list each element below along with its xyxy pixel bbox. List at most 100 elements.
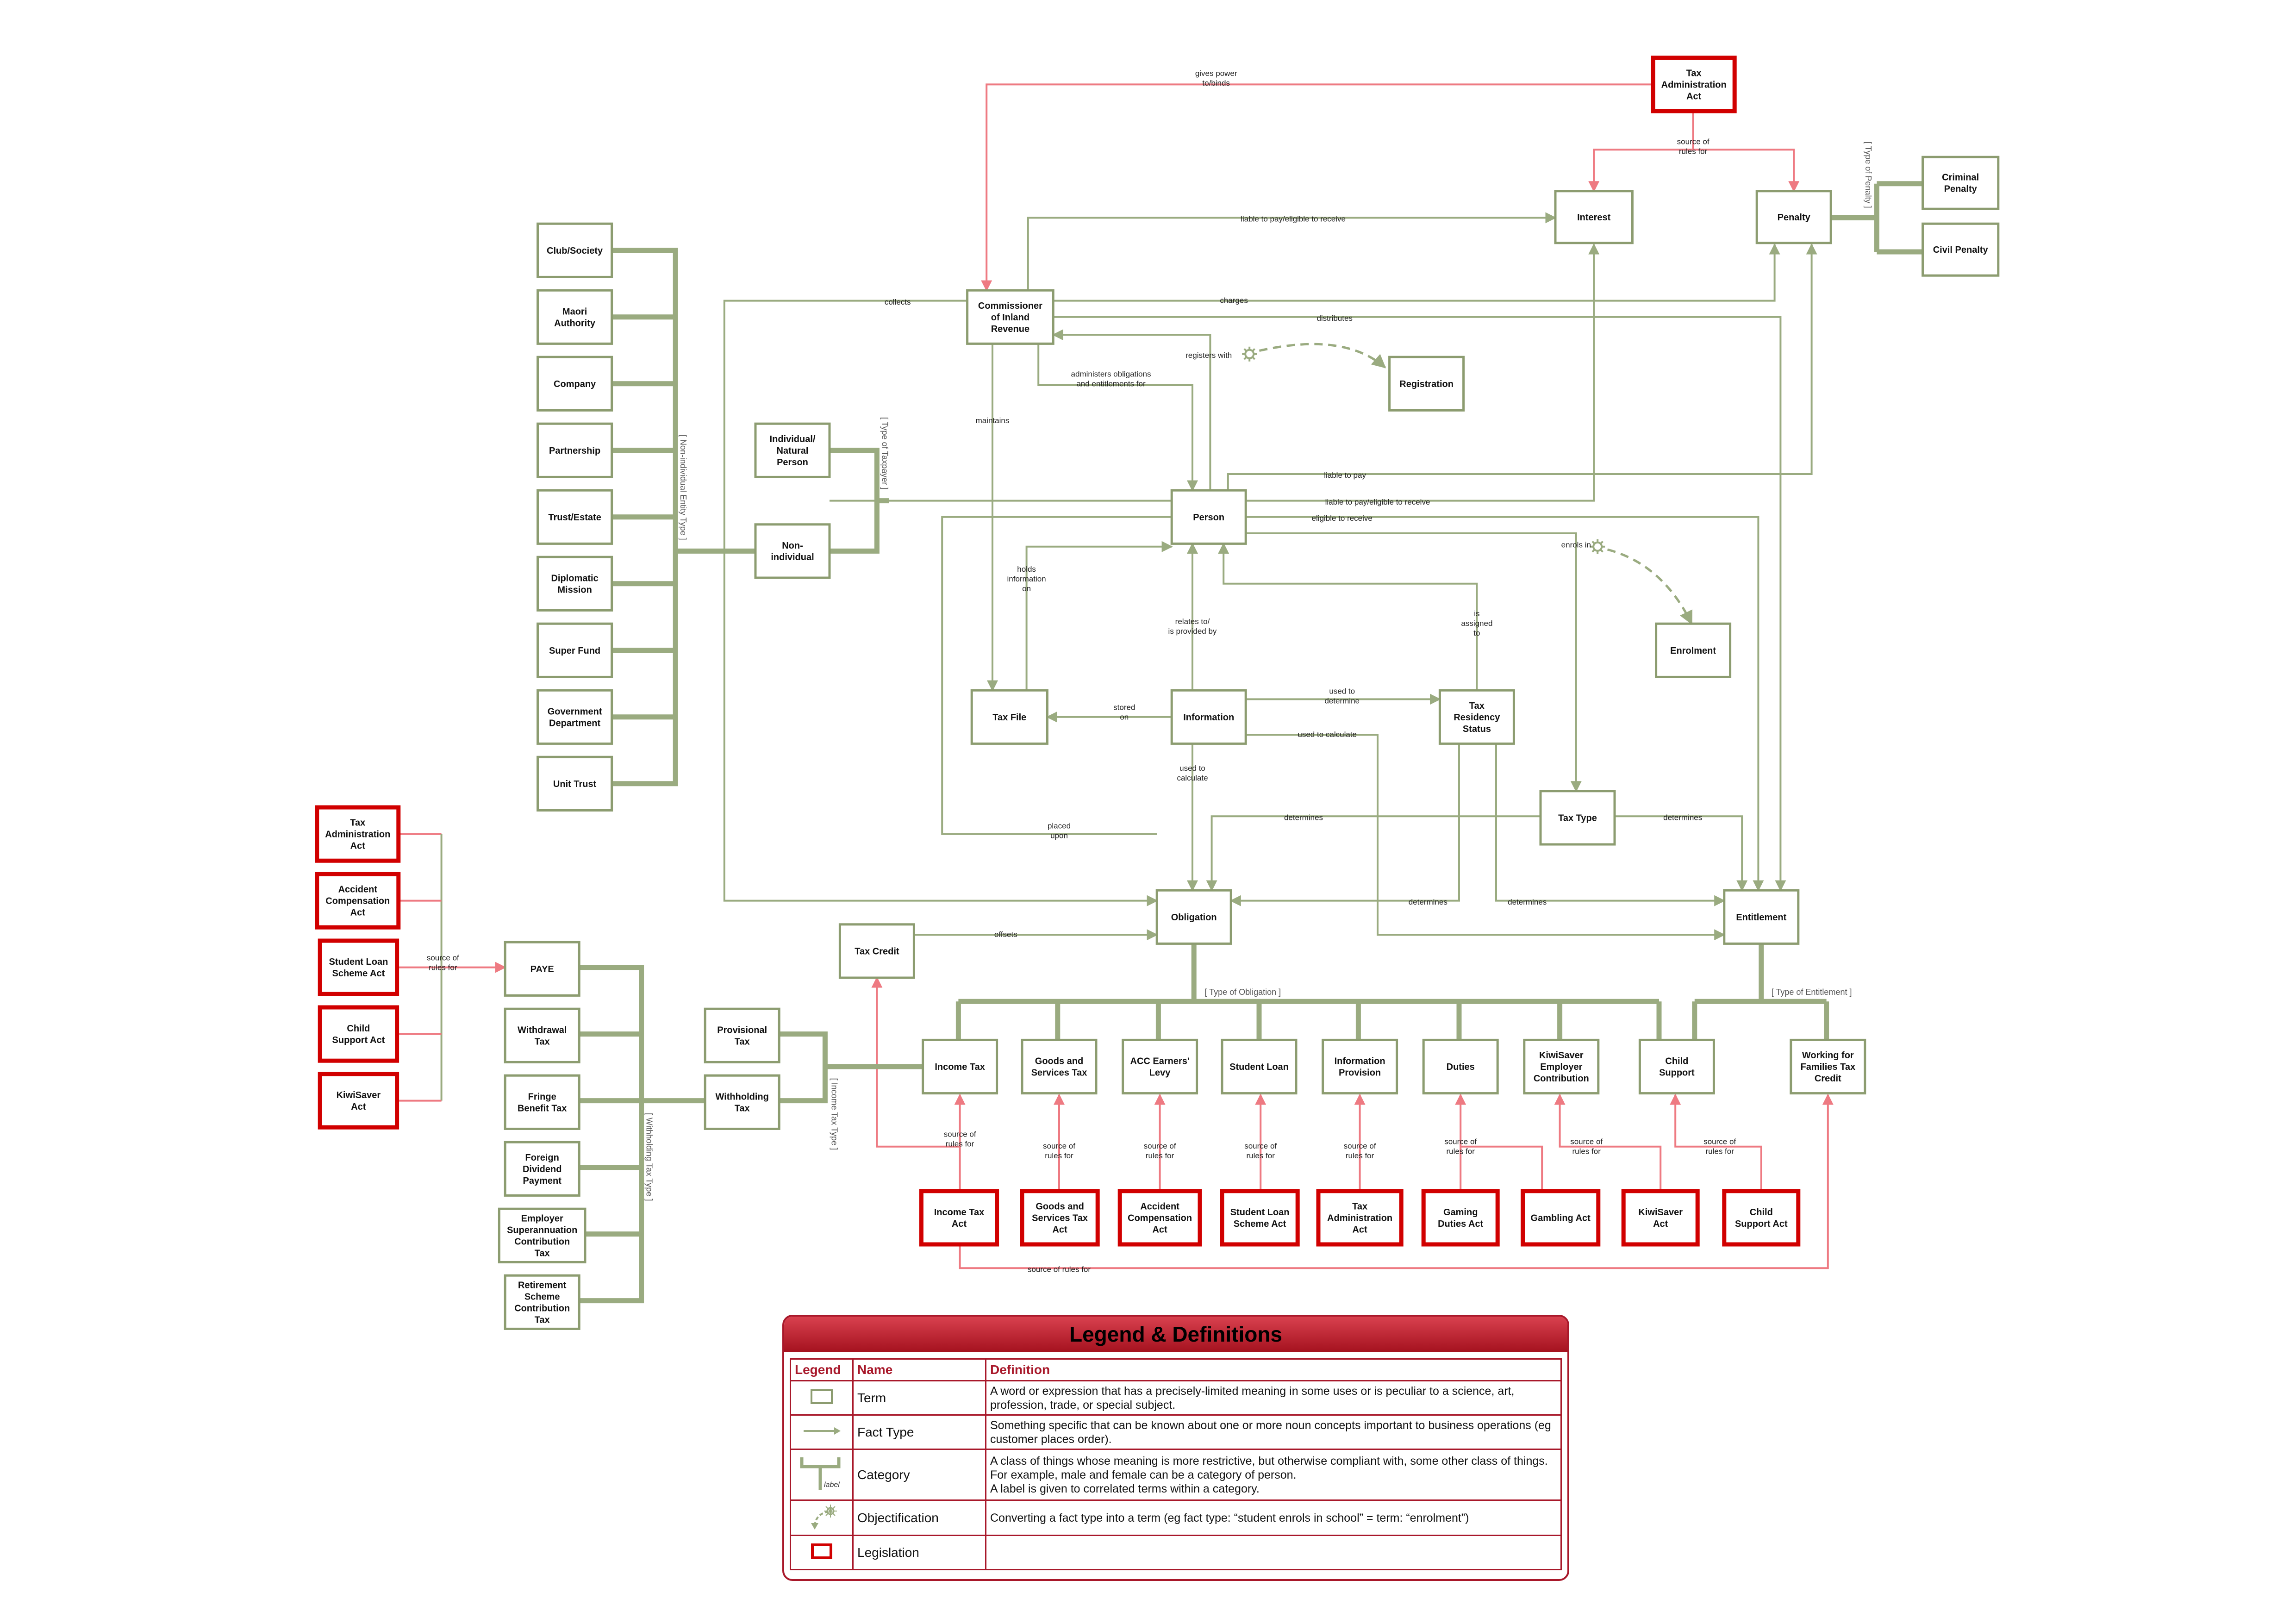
node-label: Non-individual	[771, 541, 814, 562]
fact-connector	[1246, 532, 1582, 793]
node-label: ACC Earners'Levy	[1130, 1056, 1190, 1078]
fact-connector	[723, 300, 1158, 906]
rule-connector	[1460, 1145, 1543, 1191]
legend-definition: Converting a fact type into a term (eg f…	[985, 1499, 1562, 1536]
legend-definition: A class of things whose meaning is more …	[985, 1449, 1562, 1501]
fact-type-label: charges	[1220, 296, 1248, 305]
node-label: Tax Credit	[855, 946, 899, 956]
node-enrolment: Enrolment	[1655, 622, 1732, 678]
node-label: Income Tax	[935, 1062, 985, 1072]
node-obligation: Obligation	[1155, 889, 1232, 945]
rule-connector	[959, 1093, 1834, 1269]
node-duties: Duties	[1422, 1038, 1499, 1095]
category-label: [ Non-individual Entity Type ]	[679, 435, 688, 540]
fact-type-label: offsets	[994, 930, 1017, 939]
fact-type-label: distributes	[1316, 314, 1352, 323]
node-registration: Registration	[1388, 356, 1465, 412]
category-label: [ Type of Penalty ]	[1864, 142, 1873, 208]
node-club-society: Club/Society	[537, 222, 613, 278]
fact-connector	[1053, 243, 1780, 302]
category-label: [ Type of Obligation ]	[1204, 987, 1281, 997]
fact-connector	[1027, 212, 1557, 291]
legend-name: Fact Type	[852, 1414, 986, 1450]
legend-col-legend: Legend	[790, 1358, 854, 1381]
node-label: Enrolment	[1670, 646, 1716, 656]
rule-connector	[1693, 149, 1800, 193]
fact-type-arrow-icon	[790, 1414, 854, 1450]
node-tax-file: Tax File	[970, 689, 1048, 745]
legend-definition: Something specific that can be known abo…	[985, 1414, 1562, 1450]
node-label: Person	[1193, 512, 1224, 523]
node-super-fund: Super Fund	[537, 622, 613, 678]
fact-type-label: liable to pay	[1324, 471, 1366, 480]
objectification-connector	[1245, 343, 1386, 369]
node-tax-type: Tax Type	[1539, 790, 1616, 846]
category-label: [ Withholding Tax Type ]	[645, 1113, 654, 1201]
legend-row-category: label Category A class of things whose m…	[790, 1449, 1562, 1501]
legend-col-name: Name	[852, 1358, 986, 1381]
node-acc-levy: ACC Earners'Levy	[1122, 1038, 1198, 1095]
fact-type-label: determines	[1663, 813, 1702, 822]
rule-connector	[981, 83, 1653, 292]
gear-icon	[1590, 539, 1605, 554]
rule-connector	[1588, 111, 1694, 193]
fact-connector	[1227, 243, 1817, 491]
gear-icon	[1242, 346, 1257, 362]
node-label: Interest	[1577, 212, 1611, 223]
legend-definition: A word or expression that has a precisel…	[985, 1380, 1562, 1416]
fact-connector	[1246, 516, 1764, 892]
category-bracket-icon: label	[790, 1449, 854, 1501]
fact-connector	[1053, 316, 1786, 892]
rule-connector	[1554, 1093, 1662, 1191]
category-label: [ Income Tax Type ]	[830, 1078, 839, 1150]
legend-row-term: Term A word or expression that has a pre…	[790, 1380, 1562, 1416]
legislation-symbol-icon	[790, 1535, 854, 1570]
category-label: [ Type of Taxpayer ]	[880, 417, 889, 489]
legend-row-legislation: Legislation	[790, 1535, 1562, 1570]
node-label: Club/Society	[547, 246, 603, 256]
node-label: Company	[554, 379, 596, 389]
fact-type-label: source of rules for	[1028, 1265, 1091, 1274]
node-paye: PAYE	[504, 941, 580, 997]
legend-name: Term	[852, 1380, 986, 1416]
category-label: [ Type of Entitlement ]	[1772, 987, 1852, 997]
fact-connector	[1206, 815, 1541, 892]
category-symbol-label: label	[824, 1481, 840, 1489]
